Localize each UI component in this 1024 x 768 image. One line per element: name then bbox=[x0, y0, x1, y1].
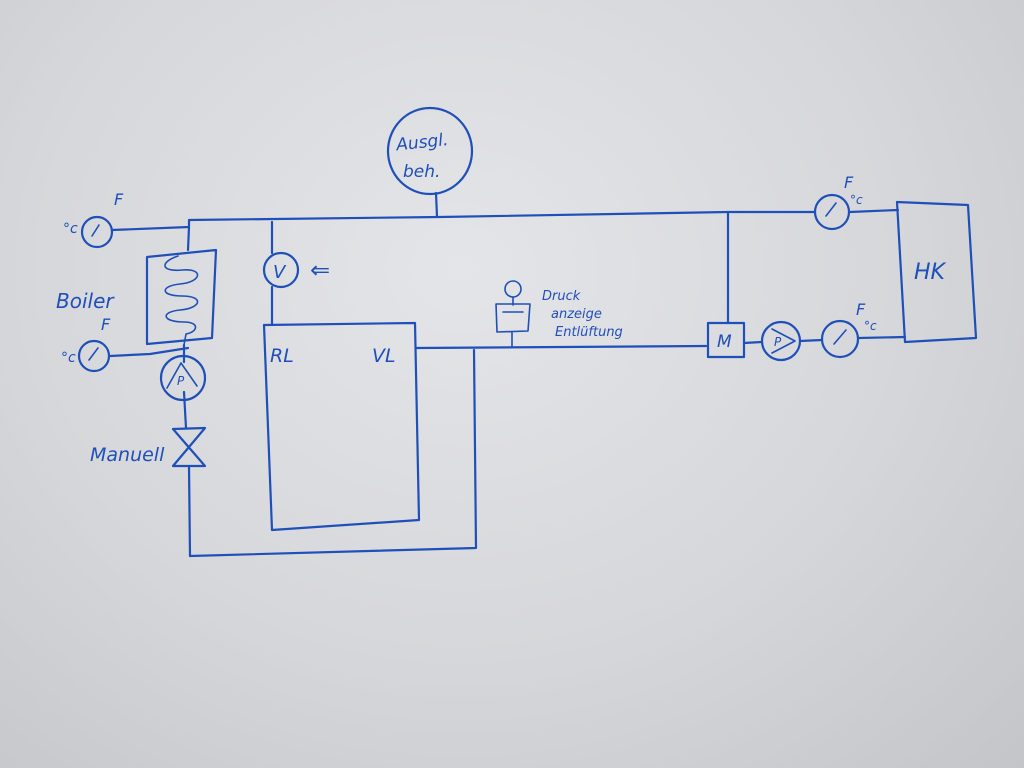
therm-right-lower-glyph: F bbox=[856, 300, 866, 319]
storage-vl-label: VL bbox=[372, 345, 396, 367]
therm-top-left-glyph: F bbox=[114, 190, 124, 209]
therm-right-upper-unit: °c bbox=[850, 193, 863, 207]
valve-v: V ⇐ bbox=[262, 251, 330, 289]
top-pipe bbox=[110, 210, 817, 232]
manual-valve-label: Manuell bbox=[90, 444, 165, 466]
valve-v-label: V bbox=[273, 262, 287, 283]
manual-valve: Manuell bbox=[90, 426, 207, 468]
circ-pump-label: P bbox=[774, 335, 782, 349]
therm-right-lower-unit: °c bbox=[864, 319, 877, 333]
boiler-riser bbox=[182, 225, 192, 558]
druck-label-1: Druck bbox=[542, 289, 581, 304]
therm-right-upper-glyph: F bbox=[844, 173, 854, 192]
boiler-pump: P bbox=[159, 354, 207, 402]
boiler: Boiler bbox=[56, 248, 218, 346]
boiler-label: Boiler bbox=[56, 289, 115, 313]
therm-lower-left-unit: °c bbox=[61, 350, 76, 366]
valve-v-arrow: ⇐ bbox=[310, 256, 330, 284]
storage-rl-label: RL bbox=[270, 345, 294, 367]
thermometer-top-left: °c F bbox=[63, 190, 124, 249]
expansion-tank-label-2: beh. bbox=[403, 162, 440, 182]
boiler-lower-line bbox=[108, 346, 190, 358]
boiler-coil bbox=[164, 255, 199, 346]
hk-return-pipe bbox=[742, 335, 907, 345]
pipe-to-hk-top bbox=[848, 208, 900, 214]
expansion-tank-label-1: Ausgl. bbox=[394, 130, 449, 155]
thermometer-right-lower: F °c bbox=[820, 300, 877, 359]
circulation-pump: P bbox=[760, 320, 802, 362]
hk-label: HK bbox=[914, 260, 947, 285]
mixing-valve: M bbox=[706, 321, 746, 359]
boiler-pump-label: P bbox=[177, 374, 185, 388]
therm-lower-left-glyph: F bbox=[101, 315, 111, 334]
pressure-gauge-vent: Druck anzeige Entlüftung bbox=[495, 280, 623, 347]
pipe-network bbox=[108, 208, 907, 558]
storage-tank: RL VL bbox=[262, 321, 421, 532]
vl-pipe bbox=[414, 344, 708, 350]
bottom-return-pipe bbox=[188, 348, 478, 558]
mixer-label: M bbox=[717, 332, 732, 352]
thermometer-lower-left: °c F bbox=[61, 315, 111, 373]
heating-circuit-hk: HK bbox=[895, 200, 978, 344]
therm-top-left-unit: °c bbox=[63, 221, 78, 237]
druck-label-3: Entlüftung bbox=[555, 325, 623, 340]
thermometer-right-upper: F °c bbox=[813, 173, 863, 231]
expansion-tank: Ausgl. beh. bbox=[386, 106, 474, 219]
druck-label-2: anzeige bbox=[551, 307, 602, 322]
